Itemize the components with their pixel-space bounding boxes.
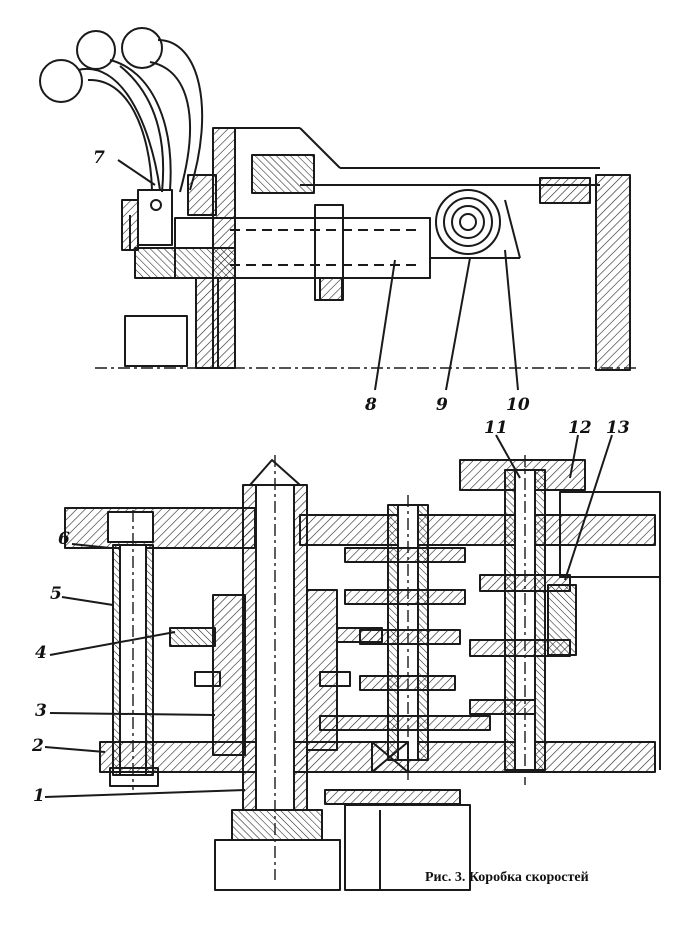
bottom-view (44, 434, 661, 891)
callout-10: 10 (506, 395, 530, 415)
lever-knob-1 (39, 59, 83, 103)
callout-3: 3 (35, 701, 47, 721)
lever-arm-3 (157, 39, 204, 191)
callout-2: 2 (32, 736, 44, 756)
callout-11: 11 (484, 418, 508, 438)
top-bracket (251, 154, 315, 194)
callout-13: 13 (606, 418, 630, 438)
lever-knob-2 (76, 30, 116, 70)
callout-4: 4 (35, 643, 47, 663)
callout-12: 12 (568, 418, 592, 438)
gear-4 (169, 627, 216, 647)
callout-5: 5 (50, 584, 62, 604)
top-view (39, 27, 640, 391)
gear-block-3 (212, 594, 246, 756)
lever-arm-1 (77, 67, 161, 191)
lever-knob-3 (121, 27, 163, 69)
lever-arm-2 (109, 59, 172, 191)
housing-wall-right (595, 174, 631, 371)
callout-1: 1 (33, 786, 45, 806)
figure-caption: Рис. 3. Коробка скоростей (425, 870, 589, 885)
shaft-1-tip (249, 459, 301, 486)
callout-7: 7 (93, 148, 105, 168)
callout-6: 6 (58, 529, 70, 549)
housing-cover-6 (64, 507, 256, 549)
lever-hub (137, 189, 173, 246)
eccentric-disc (435, 189, 501, 255)
callout-8: 8 (365, 395, 377, 415)
callout-9: 9 (436, 395, 448, 415)
